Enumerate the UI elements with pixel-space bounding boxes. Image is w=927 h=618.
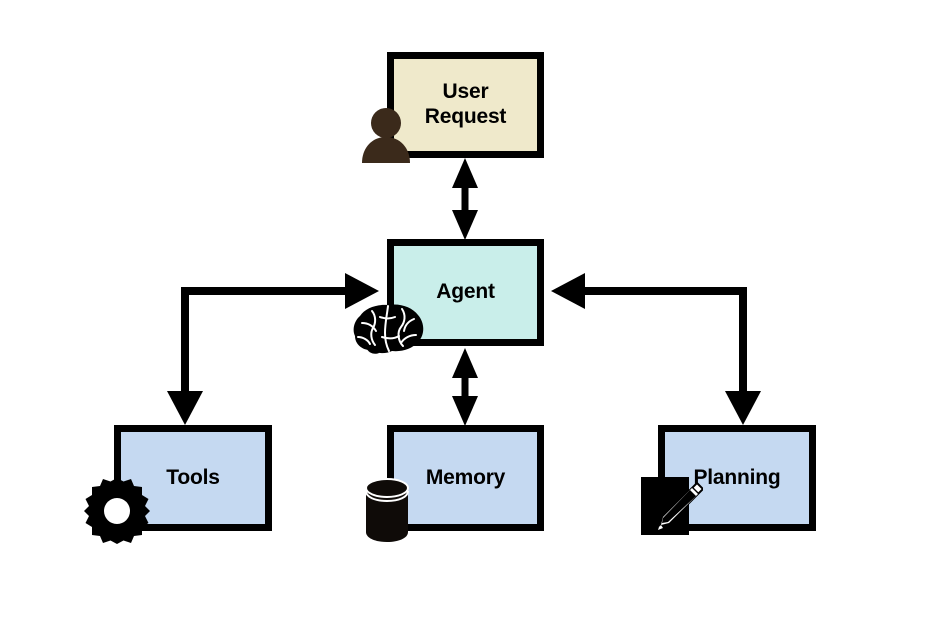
brain-icon [352, 303, 426, 355]
node-tools-label: Tools [166, 465, 220, 489]
node-memory[interactable]: Memory [387, 425, 544, 531]
node-agent-label: Agent [436, 280, 495, 304]
gear-icon [84, 478, 150, 544]
connector-tools-agent [167, 273, 379, 425]
node-user-request-label: User Request [424, 80, 507, 128]
connector-user-request-agent [452, 158, 478, 240]
person-icon [360, 106, 412, 164]
note-pencil-icon [641, 477, 705, 539]
node-user-request[interactable]: User Request [387, 52, 544, 158]
connector-agent-memory [452, 348, 478, 426]
node-planning-label: Planning [693, 465, 781, 489]
database-icon [364, 477, 410, 543]
node-memory-label: Memory [425, 465, 506, 489]
connector-planning-agent [551, 273, 761, 425]
